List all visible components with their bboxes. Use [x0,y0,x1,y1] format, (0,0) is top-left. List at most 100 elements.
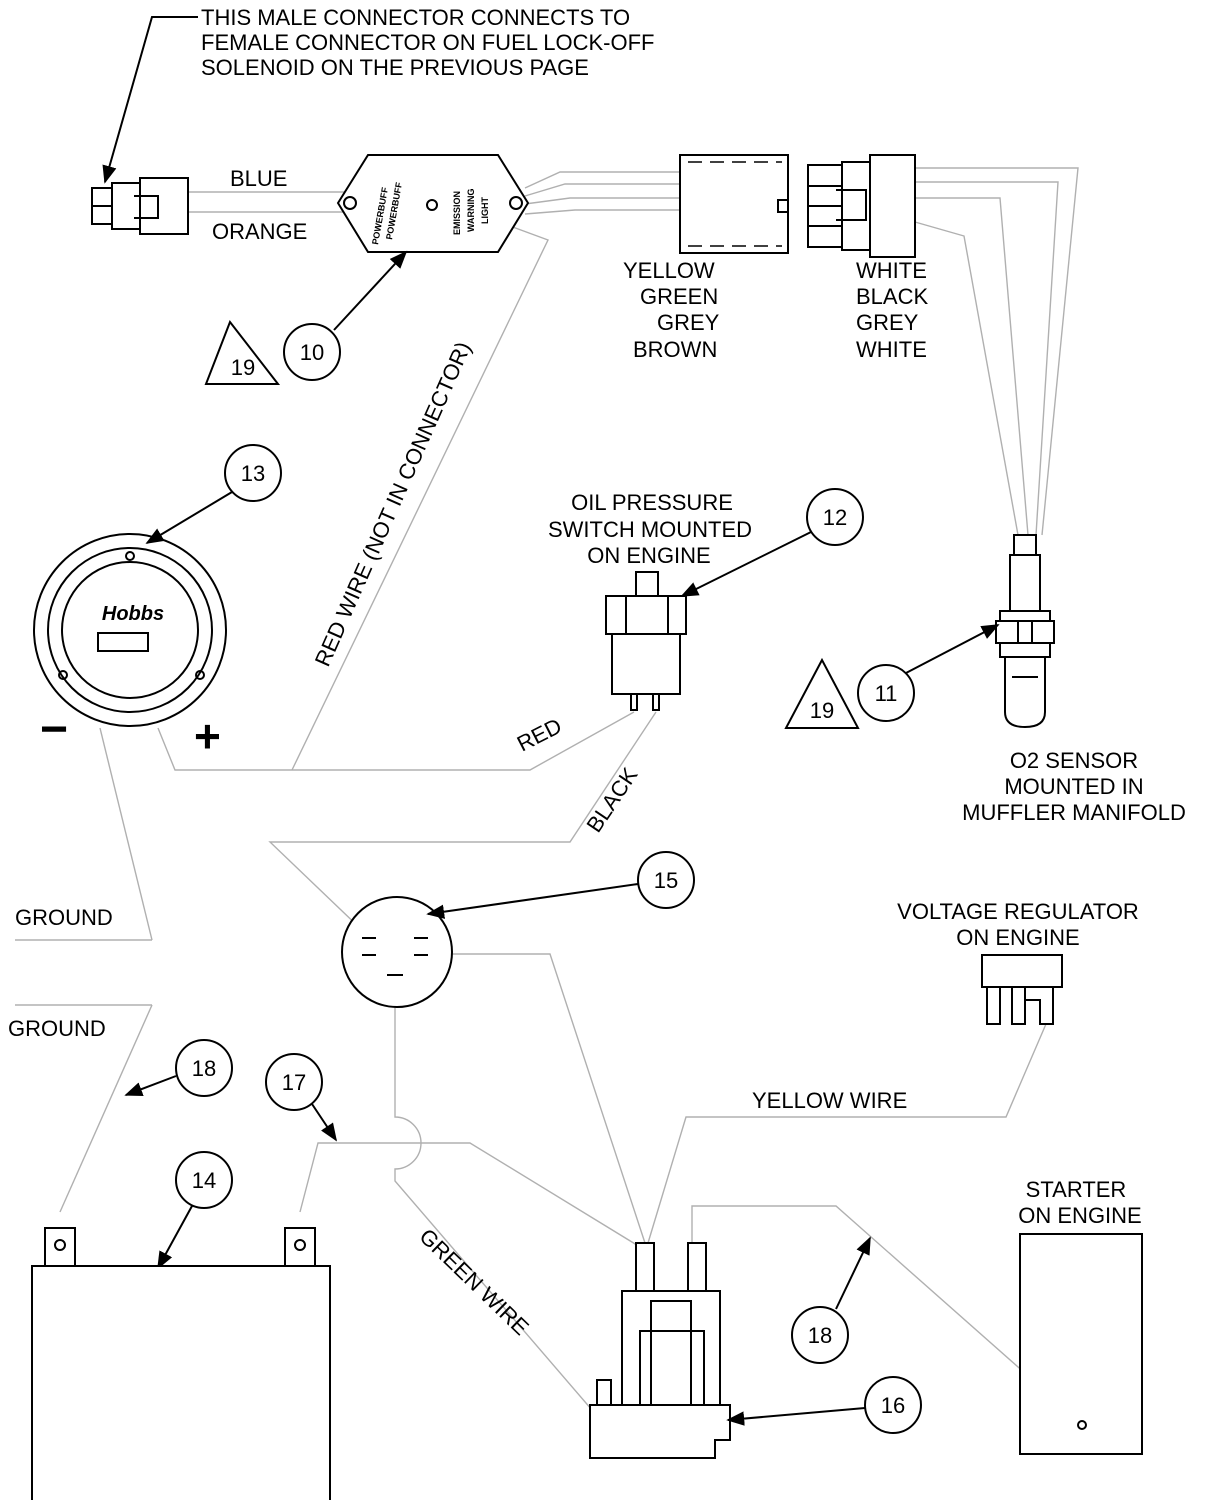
red-wire-label: RED [513,713,566,756]
female-connector-body [679,154,789,254]
note-line-1: THIS MALE CONNECTOR CONNECTS TO [201,5,630,30]
o2-label-3: MUFFLER MANIFOLD [962,800,1186,825]
o2-label-1: O2 SENSOR [1010,748,1138,773]
o2-label-2: MOUNTED IN [1004,774,1143,799]
yellow-wire [647,1023,1047,1244]
callout-17: 17 [265,1053,337,1142]
oil-pressure-switch [605,571,687,711]
svg-text:19: 19 [810,698,834,723]
right-color-2: BLACK [856,284,928,309]
note-block: THIS MALE CONNECTOR CONNECTS TO FEMALE C… [102,5,655,184]
svg-text:19: 19 [231,355,255,380]
hobbs-minus-sign: − [40,703,68,756]
module-warn-3: LIGHT [480,197,490,224]
hobbs-meter: Hobbs [33,533,227,727]
wire-layer [15,167,1079,1421]
module-body [336,154,530,253]
yellow-wire-label: YELLOW WIRE [752,1088,907,1113]
svg-text:14: 14 [192,1168,216,1193]
battery-positive-terminal [284,1227,316,1267]
red-wire-not-in-connector-label: RED WIRE (NOT IN CONNECTOR) [310,338,476,670]
o2-wire-4 [914,221,1019,536]
triangle-19-top: 19 [204,319,281,385]
male-connector [91,177,189,235]
right-color-3: GREY [856,310,919,335]
male-connector-right [807,154,916,258]
blue-wire-label: BLUE [230,166,287,191]
starter [1019,1233,1143,1455]
male-connector-shell [111,182,141,230]
right-color-1: WHITE [856,258,927,283]
left-color-2: GREEN [640,284,718,309]
hobbs-plus-sign: + [194,710,221,762]
module-wire-1 [524,171,680,189]
green-wire-label: GREEN WIRE [415,1224,534,1340]
left-color-1: YELLOW [623,258,715,283]
hobbs-counter-window [97,632,149,652]
svg-text:12: 12 [823,505,847,530]
socket-to-solenoid [452,953,646,1244]
callout-18-left: 18 [124,1039,233,1097]
svg-text:18: 18 [808,1323,832,1348]
voltage-regulator [981,954,1063,1025]
ground-wire-top [99,727,153,941]
callout-11: 11 [857,624,1000,722]
starter-solenoid [589,1242,731,1459]
note-line-2: FEMALE CONNECTOR ON FUEL LOCK-OFF [201,30,655,55]
callout-10: 10 [283,250,408,381]
o2-wire-1 [915,167,1079,536]
orange-wire-label: ORANGE [212,219,307,244]
black-wire-label: BLACK [581,763,642,837]
hobbs-face [61,561,199,699]
right-connector-body [869,154,916,258]
note-line-3: SOLENOID ON THE PREVIOUS PAGE [201,55,589,80]
callout-15: 15 [426,851,695,919]
module-wire-3 [524,197,680,205]
module-hole-left [343,196,357,210]
callout-18-right: 18 [791,1236,871,1364]
callout-13: 13 [145,444,282,544]
oil-pressure-label-1: OIL PRESSURE [571,490,733,515]
socket-15 [341,896,453,1008]
svg-text:10: 10 [300,340,324,365]
ground-label-1: GROUND [15,905,113,930]
left-color-4: BROWN [633,337,717,362]
regulator-label-1: VOLTAGE REGULATOR [897,899,1139,924]
regulator-label-2: ON ENGINE [956,925,1079,950]
battery [31,1227,331,1500]
starter-label-1: STARTER [1026,1177,1127,1202]
o2-sensor [995,534,1055,729]
battery-positive-wire [299,1142,646,1251]
module-hole-right [509,196,523,210]
callout-12: 12 [680,488,864,597]
svg-text:13: 13 [241,461,265,486]
module-led [426,199,438,211]
black-wire [268,711,657,933]
emission-module: POWERBUFF POWERBUFF EMISSION WARNING LIG… [336,154,530,253]
male-connector-body [139,177,189,235]
module-warn-1: EMISSION [452,191,462,235]
note-leader [102,16,198,184]
triangle-19-bottom: 19 [784,657,860,729]
svg-text:11: 11 [875,681,898,706]
oil-pressure-label-2: SWITCH MOUNTED [548,517,752,542]
female-connector [679,154,789,254]
oil-pressure-label-3: ON ENGINE [587,543,710,568]
svg-text:16: 16 [881,1393,905,1418]
svg-text:18: 18 [192,1056,216,1081]
o2-wire-3 [915,197,1029,536]
callout-16: 16 [726,1376,922,1434]
battery-body [31,1265,331,1500]
right-color-4: WHITE [856,337,927,362]
left-color-3: GREY [657,310,720,335]
svg-text:17: 17 [282,1070,306,1095]
starter-label-2: ON ENGINE [1018,1203,1141,1228]
starter-wire [691,1205,1079,1421]
hobbs-brand: Hobbs [102,603,164,625]
female-connector-latch [777,199,789,213]
callout-14: 14 [157,1151,233,1270]
red-wire [157,711,635,771]
ground-wire-bottom [59,1004,153,1213]
